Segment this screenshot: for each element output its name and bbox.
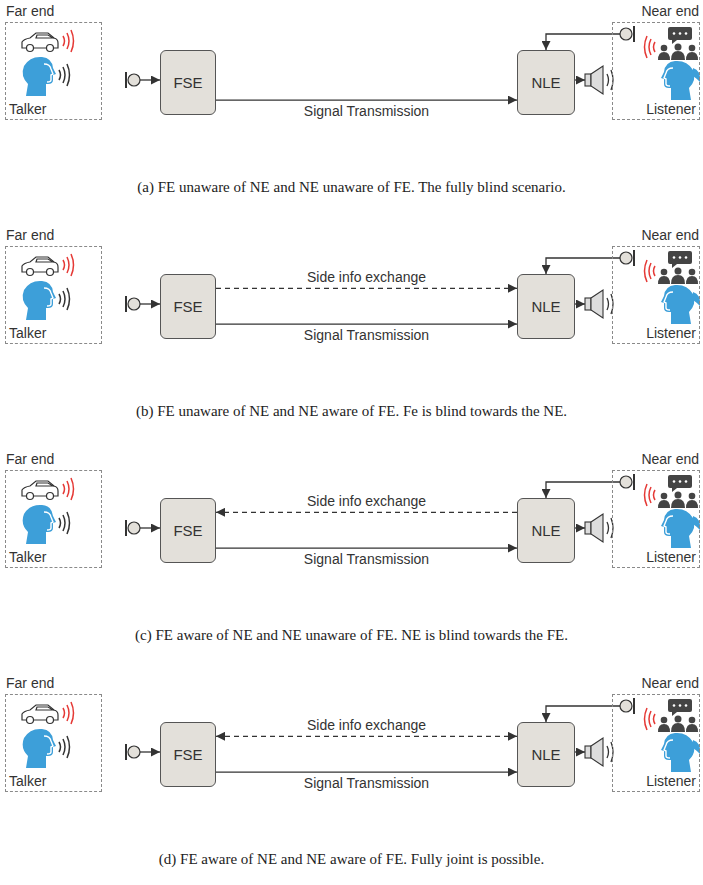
near-end-region: Near endListener [612, 694, 700, 792]
region-heading: Near end [641, 227, 699, 244]
near-end-region: Near endListener [612, 22, 700, 120]
connector-label: Side info exchange [307, 493, 426, 509]
panel-c-illustration [22, 474, 700, 548]
near-end-region: Near endListener [612, 246, 700, 344]
fse-block: FSE [160, 722, 216, 787]
signal-arrow [216, 771, 517, 772]
subfigure-caption: (b) FE unaware of NE and NE aware of FE.… [0, 402, 703, 420]
region-heading: Near end [641, 451, 699, 468]
side-info-arrow [216, 512, 517, 513]
subfigure-caption: (c) FE aware of NE and NE unaware of FE.… [0, 626, 703, 644]
far-end-region: Far endTalker [5, 22, 102, 120]
person-label: Talker [9, 101, 46, 118]
nle-block: NLE [517, 498, 575, 563]
fse-block: FSE [160, 274, 216, 339]
nle-block: NLE [517, 722, 575, 787]
signal-arrow [216, 99, 517, 100]
connector-label: Signal Transmission [304, 327, 429, 343]
block-label: NLE [531, 746, 560, 763]
far-end-region: Far endTalker [5, 246, 102, 344]
block-label: NLE [531, 522, 560, 539]
panel-d-illustration [22, 698, 700, 772]
subfigure-caption: (a) FE unaware of NE and NE unaware of F… [0, 178, 703, 196]
person-label: Talker [9, 773, 46, 790]
block-label: FSE [173, 74, 202, 91]
person-label: Listener [646, 325, 696, 342]
connector-label: Signal Transmission [304, 103, 429, 119]
side-info-arrow [216, 288, 517, 289]
panel-b-illustration [22, 250, 700, 324]
region-heading: Near end [641, 3, 699, 20]
far-end-region: Far endTalker [5, 470, 102, 568]
region-heading: Far end [6, 3, 54, 20]
block-label: NLE [531, 298, 560, 315]
fse-block: FSE [160, 498, 216, 563]
nle-block: NLE [517, 274, 575, 339]
person-label: Talker [9, 549, 46, 566]
block-label: FSE [173, 522, 202, 539]
connector-label: Side info exchange [307, 717, 426, 733]
nle-block: NLE [517, 50, 575, 115]
region-heading: Far end [6, 227, 54, 244]
person-label: Listener [646, 101, 696, 118]
signal-arrow [216, 547, 517, 548]
person-label: Talker [9, 325, 46, 342]
region-heading: Far end [6, 675, 54, 692]
subfigure-caption: (d) FE aware of NE and NE aware of FE. F… [0, 850, 703, 868]
connector-label: Side info exchange [307, 269, 426, 285]
fse-block: FSE [160, 50, 216, 115]
region-heading: Near end [641, 675, 699, 692]
region-heading: Far end [6, 451, 54, 468]
block-label: FSE [173, 298, 202, 315]
person-label: Listener [646, 773, 696, 790]
block-label: NLE [531, 74, 560, 91]
person-label: Listener [646, 549, 696, 566]
near-end-region: Near endListener [612, 470, 700, 568]
connector-label: Signal Transmission [304, 775, 429, 791]
connector-label: Signal Transmission [304, 551, 429, 567]
signal-arrow [216, 323, 517, 324]
far-end-region: Far endTalker [5, 694, 102, 792]
block-label: FSE [173, 746, 202, 763]
panel-a-illustration [22, 26, 700, 100]
side-info-arrow [216, 736, 517, 737]
